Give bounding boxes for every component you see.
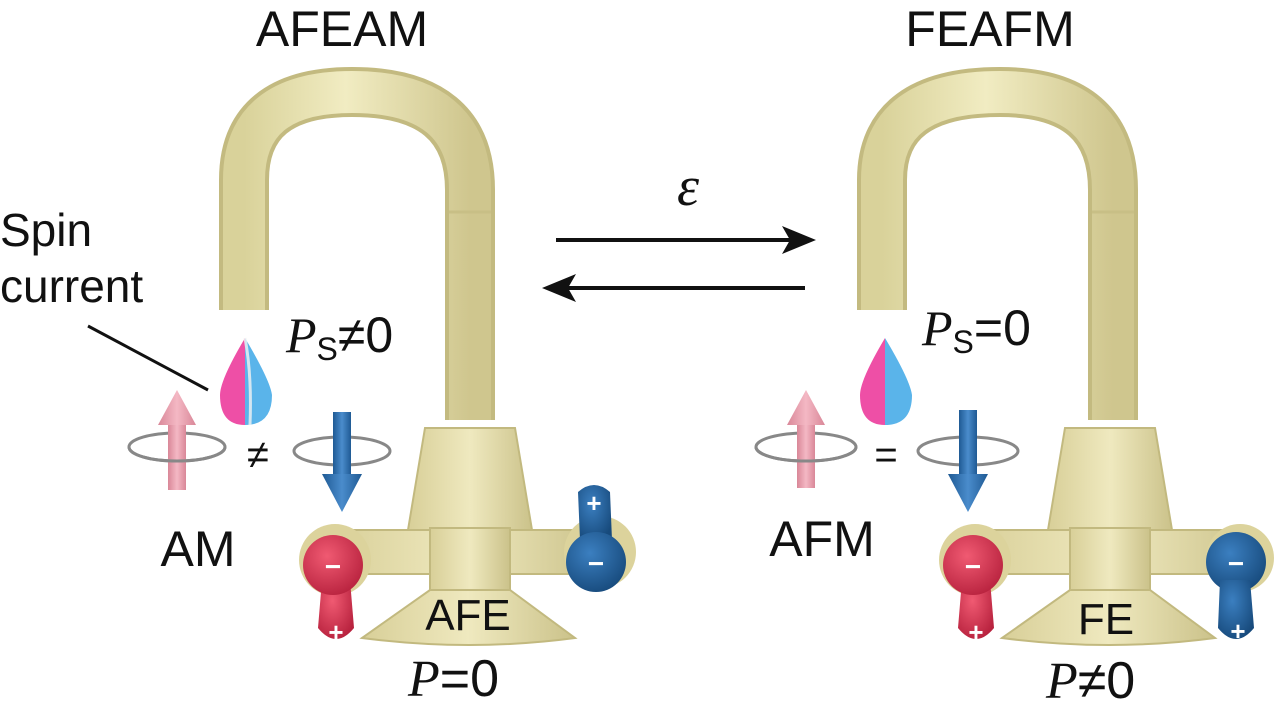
field-symbol: ε [677,156,700,218]
forward-arrow-head [782,226,816,254]
left-down-spin-arrow-icon [292,412,392,512]
right-ps-formula: PS=0 [921,300,1031,360]
left-blue-handle[interactable]: + − [564,485,636,592]
spin-current-label-line1: Spin [0,204,92,256]
left-blue-plus-sign: + [586,488,601,518]
right-spin-droplet-icon [860,338,912,425]
right-faucet-foot [999,589,1218,646]
right-red-handle[interactable]: − + [939,524,1011,647]
right-red-minus-sign: − [965,551,981,582]
left-red-plus-sign: + [328,617,343,647]
left-blue-minus-sign: − [588,548,604,579]
right-up-spin-arrow-icon [754,390,858,488]
right-blue-minus-sign: − [1228,548,1244,579]
spin-current-pointer-line [87,324,209,392]
right-base-label: FE [1078,595,1134,644]
left-up-spin-arrow-icon [127,390,227,490]
right-magnet-label: AFM [769,511,875,567]
spin-current-label-line2: current [0,260,143,312]
left-faucet-foot [359,589,578,646]
left-ps-formula: PS≠0 [285,307,393,367]
left-red-minus-sign: − [325,551,341,582]
right-spin-relation: = [874,433,897,477]
left-spin-droplet-icon [220,337,272,426]
right-red-plus-sign: + [968,617,983,647]
field-switching-arrows: ε [542,156,816,302]
right-p-formula: P≠0 [1045,652,1135,704]
left-magnet-label: AM [161,521,236,577]
left-title: AFEAM [256,1,428,57]
right-blue-handle[interactable]: − + [1206,524,1274,646]
backward-arrow-head [542,274,576,302]
right-faucet-body [1046,427,1174,531]
left-faucet-body [406,427,534,531]
left-spin-relation: ≠ [247,433,269,477]
right-title: FEAFM [905,1,1074,57]
right-faucet-spout [857,66,1138,420]
left-red-handle[interactable]: − + [299,524,371,647]
right-down-spin-arrow-icon [916,410,1020,512]
left-base-label: AFE [425,591,511,640]
left-faucet: − + + − [219,66,636,647]
right-faucet: − + − + [857,66,1274,647]
left-p-formula: P=0 [407,650,499,704]
right-blue-plus-sign: + [1230,616,1245,646]
